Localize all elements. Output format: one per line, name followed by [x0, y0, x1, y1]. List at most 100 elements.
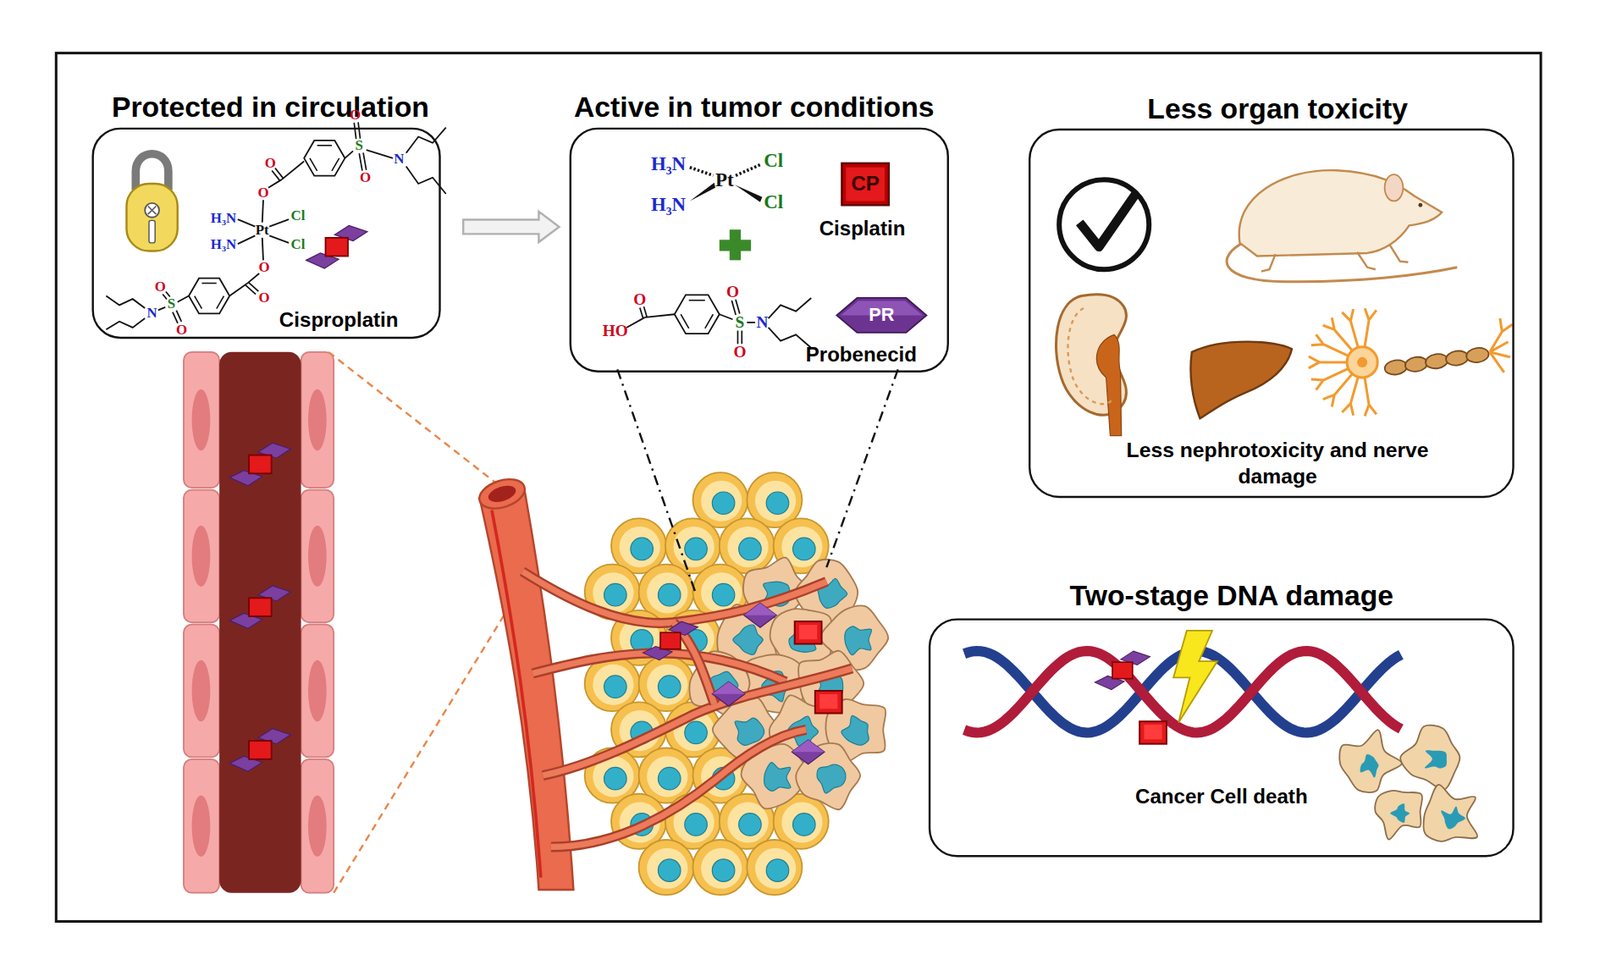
- cell-nucleus: [604, 583, 628, 607]
- chem-double-bond: [162, 293, 167, 299]
- dead-cell: [1423, 784, 1478, 842]
- panel-text: Cisplatin: [819, 216, 906, 242]
- panel-text: Probenecid: [805, 342, 917, 367]
- normal-cell: [746, 839, 802, 895]
- aromatic-bond: [201, 282, 216, 285]
- cancer-nucleus: [841, 715, 869, 745]
- artery: [475, 474, 574, 890]
- endothelial-cell: [301, 624, 335, 758]
- chem-double-bond: [358, 153, 363, 171]
- atom-label: H₃N: [210, 237, 237, 253]
- dead-cell: [1339, 729, 1402, 793]
- atom-label: S: [735, 314, 745, 331]
- atom-label: HO: [602, 322, 629, 339]
- atom-label: H₃N: [651, 153, 686, 173]
- alkyl-chain: [768, 297, 812, 319]
- cell-cytoplasm: [755, 480, 796, 522]
- cell-nucleus: [739, 813, 762, 837]
- capillary-outline: [551, 729, 806, 848]
- cisplatin-square: [248, 597, 272, 617]
- prodrug-icon: [229, 728, 291, 773]
- cell-nucleus: [684, 537, 708, 561]
- aromatic-bond: [680, 314, 690, 329]
- artery-highlight: [491, 510, 541, 878]
- chem-bond: [237, 235, 255, 244]
- cancer-nucleus: [734, 717, 765, 745]
- cell-cytoplasm: [781, 801, 823, 843]
- cisplatin-square: [794, 621, 823, 645]
- myelin-sheath: [1424, 352, 1450, 370]
- artery-opening: [475, 474, 529, 514]
- chem-double-bond: [358, 121, 360, 138]
- cisplatin-icon: [794, 621, 823, 645]
- benzene-ring: [674, 294, 720, 334]
- capillary-outline: [542, 668, 852, 777]
- vessel-lumen: [219, 352, 301, 894]
- aromatic-bond: [317, 144, 332, 147]
- cell-cytoplasm: [646, 572, 688, 613]
- atom-label: O: [359, 170, 371, 185]
- cell-nucleus: [657, 675, 681, 699]
- atom-label: Pt: [715, 170, 734, 190]
- hashed-bond: [689, 167, 714, 177]
- cancer-nucleus: [816, 764, 846, 794]
- atom-label: S: [355, 138, 364, 154]
- cell-nucleus: [192, 525, 211, 587]
- atom-label: O: [259, 259, 271, 275]
- lock-body: [126, 183, 177, 252]
- dead-cell: [1374, 790, 1423, 840]
- chem-double-bond: [735, 299, 740, 315]
- chem-double-bond: [271, 171, 281, 182]
- atom-label: N: [146, 306, 157, 321]
- endothelial-cell: [301, 352, 335, 488]
- atom-label: O: [726, 283, 740, 300]
- cell-nucleus: [192, 389, 211, 451]
- myelin-sheath: [1445, 349, 1470, 367]
- cell-nucleus: [766, 859, 789, 883]
- endothelial-cell: [183, 624, 220, 758]
- panel-box: Less organ toxicityLess nephrotoxicity a…: [1028, 128, 1515, 498]
- cell-nucleus: [766, 491, 789, 515]
- chem-bond: [262, 237, 264, 261]
- prodrug-icon: [306, 225, 368, 269]
- dead-nucleus: [1424, 750, 1447, 768]
- leader-line: [617, 369, 696, 594]
- chem-double-bond: [172, 312, 178, 324]
- liver: [1190, 342, 1292, 420]
- badge-diamond: [836, 297, 927, 333]
- cell-nucleus: [793, 537, 817, 561]
- atom-label: Cl: [763, 150, 784, 171]
- cell-cytoplasm: [700, 480, 742, 522]
- cisplatin-icon: [815, 690, 843, 714]
- chem-bond: [262, 199, 264, 223]
- cell-nucleus: [308, 389, 327, 451]
- wedge-bond: [689, 182, 716, 202]
- lock-slot: [148, 220, 155, 243]
- axon-terminal: [1489, 318, 1513, 373]
- cell-nucleus: [192, 795, 211, 857]
- cisplatin-square: [1112, 662, 1133, 679]
- aromatic-bond: [689, 299, 706, 302]
- chem-double-bond: [353, 122, 356, 139]
- atom-label: Cl: [291, 209, 306, 224]
- endothelial-cell: [183, 352, 220, 488]
- prodrug-icon: [229, 442, 291, 486]
- probenecid-diamond: [744, 602, 778, 628]
- cell-nucleus: [793, 813, 817, 837]
- cell-nucleus: [604, 766, 628, 790]
- atom-label: H₃N: [210, 211, 237, 227]
- dead-cell: [1400, 725, 1460, 790]
- chem-double-bond: [737, 331, 740, 345]
- flow-arrow: [463, 211, 559, 243]
- myelin-sheath: [1465, 346, 1490, 364]
- capillary: [522, 571, 827, 624]
- chem-bond: [229, 283, 247, 296]
- chem-bond: [158, 307, 166, 311]
- cisplatin-square: [325, 237, 349, 257]
- rat-body: [1239, 170, 1442, 256]
- chem-double-bond: [740, 331, 743, 345]
- chem-bond: [269, 235, 289, 243]
- probenecid-icon: [744, 602, 778, 628]
- aromatic-bond: [705, 314, 714, 329]
